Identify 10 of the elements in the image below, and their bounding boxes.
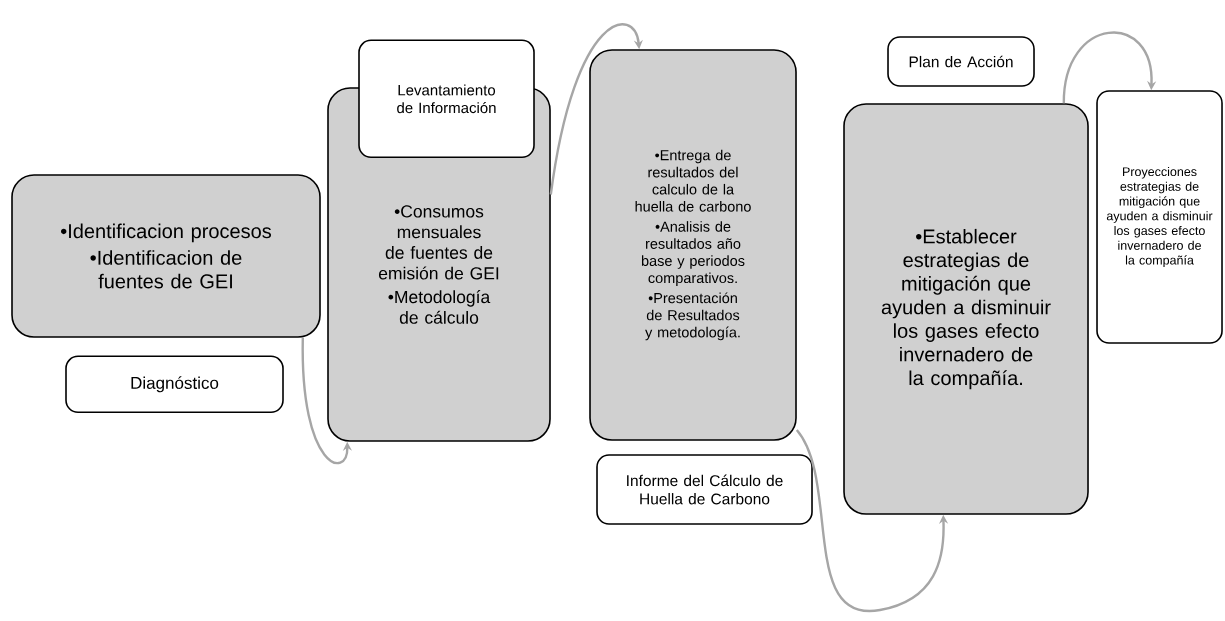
curved-arrow bbox=[549, 23, 643, 195]
label-box: Plan de Acción bbox=[887, 36, 1035, 87]
process-box: •Establecer estrategias de mitigación que ayuden a disminuir los gases efecto invernadero de la compañía. bbox=[843, 103, 1089, 515]
curved-arrow bbox=[1062, 31, 1157, 104]
label-box: Levantamiento de Información bbox=[358, 39, 535, 159]
process-box: •Identificacion procesos •Identificacion de fuentes de GEI bbox=[11, 174, 321, 338]
label-box: Diagnóstico bbox=[65, 355, 284, 414]
process-box: •Entrega de resultados del calculo de la huella de carbono •Analisis de resultados año base y periodos comparativos. •Presentación de Resultados y metodología. bbox=[589, 49, 797, 441]
label-box: Proyecciones estrategias de mitigación que ayuden a disminuir los gases efecto invernadero de la compañía bbox=[1096, 90, 1223, 344]
label-box: Informe del Cálculo de Huella de Carbono bbox=[596, 454, 813, 525]
